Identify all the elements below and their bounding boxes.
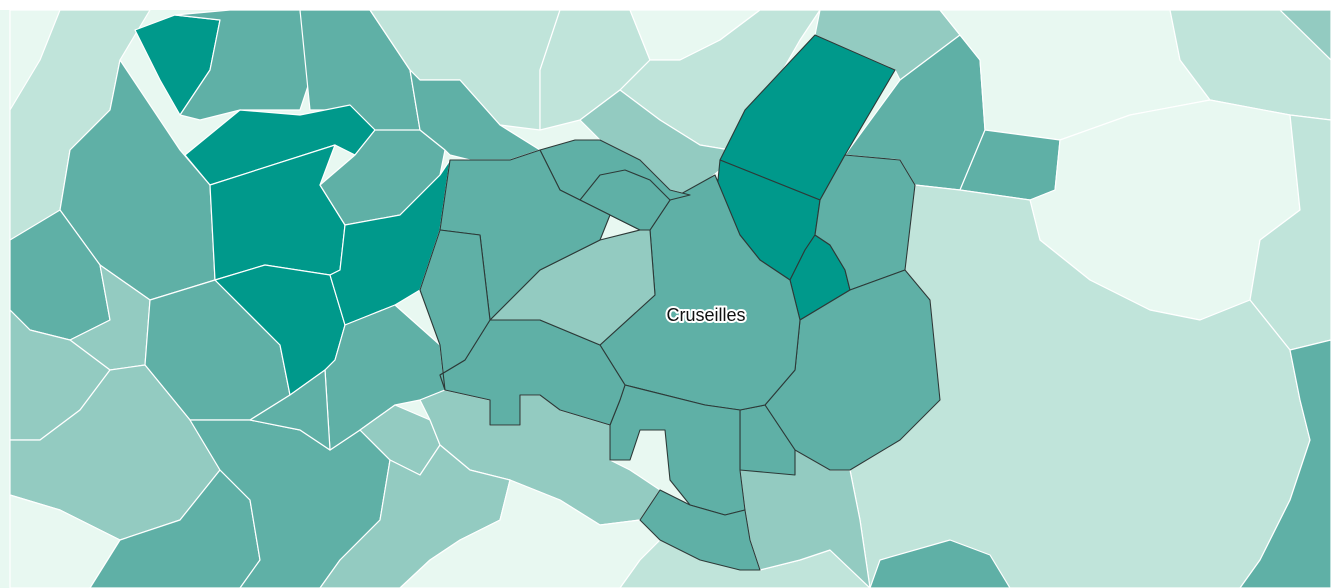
place-label-cruseilles: Cruseilles [666, 305, 745, 325]
commune-area[interactable] [419, 229, 491, 391]
commune-area[interactable] [1279, 9, 1331, 61]
commune-area[interactable] [324, 304, 446, 451]
commune-area[interactable] [9, 9, 61, 111]
commune-area[interactable] [329, 159, 451, 326]
commune-area[interactable] [869, 539, 1011, 588]
commune-area[interactable] [1239, 339, 1331, 588]
commune-area[interactable] [249, 369, 331, 451]
commune-area[interactable] [609, 384, 746, 516]
commune-area[interactable] [639, 489, 761, 571]
commune-area[interactable] [579, 169, 671, 231]
